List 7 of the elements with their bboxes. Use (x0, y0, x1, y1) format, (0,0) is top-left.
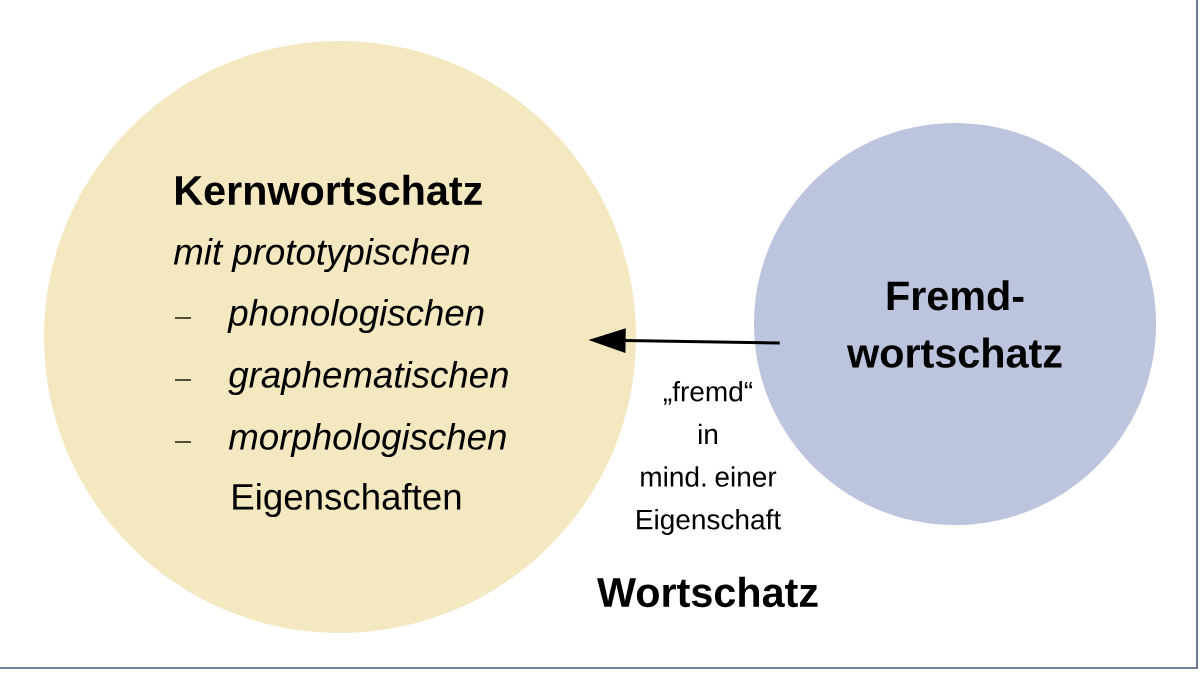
body-text: mit prototypischen (173, 237, 470, 273)
heading: Kernwortschatz (176, 174, 482, 206)
body-text: Eigenschaften (233, 482, 461, 518)
list-item: graphematischen (228, 360, 508, 396)
diagram-label: Wortschatz (597, 576, 818, 608)
list-item: phonologischen (227, 298, 484, 334)
list-item: morphologischen (228, 422, 506, 458)
